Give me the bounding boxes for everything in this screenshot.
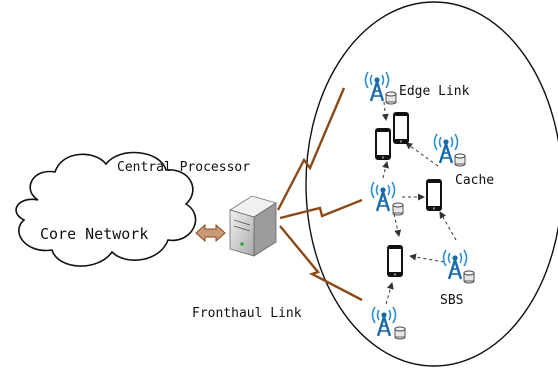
edge-link-arrow [381,101,389,121]
cache-cylinder-icon [394,326,406,340]
cell-coverage-ellipse [305,1,558,367]
edge-link-arrow [385,282,394,305]
edge-link-arrow [409,253,445,263]
cache-cylinder-icon [385,91,397,105]
base-station-tower-icon [371,305,397,338]
edge-links [381,101,457,305]
fronthaul-link-3 [279,225,363,302]
fronthaul-link-2 [279,198,363,220]
base-station-tower-icon [364,70,390,103]
cache-cylinder-icon [392,202,404,216]
sbs-label: SBS [440,293,463,308]
smartphone-icon [387,245,403,277]
fronthaul-link-1 [276,87,346,211]
fronthaul-links [276,87,363,302]
server-icon [229,195,277,257]
central-processor-label: Central Processor [117,160,250,175]
edge-link-arrow [382,161,389,179]
cache-cylinder-icon [463,270,475,284]
cache-cylinder-icon [454,153,466,167]
base-station-tower-icon [370,180,396,213]
edge-link-arrow [405,142,439,167]
cloud-icon [15,151,197,267]
smartphone-icon [426,179,442,211]
edge-link-arrow [393,213,402,237]
base-station-tower-icon [442,248,468,281]
edge-link-arrow [439,211,457,241]
cache-label: Cache [455,173,494,188]
base-station-tower-icon [433,132,459,165]
smartphone-icon [375,128,391,160]
fronthaul-link-label: Fronthaul Link [192,306,302,321]
edge-link-label: Edge Link [399,84,470,99]
smartphone-icon [393,112,409,144]
core-network-label: Core Network [40,225,148,243]
double-arrow-icon [195,223,226,243]
